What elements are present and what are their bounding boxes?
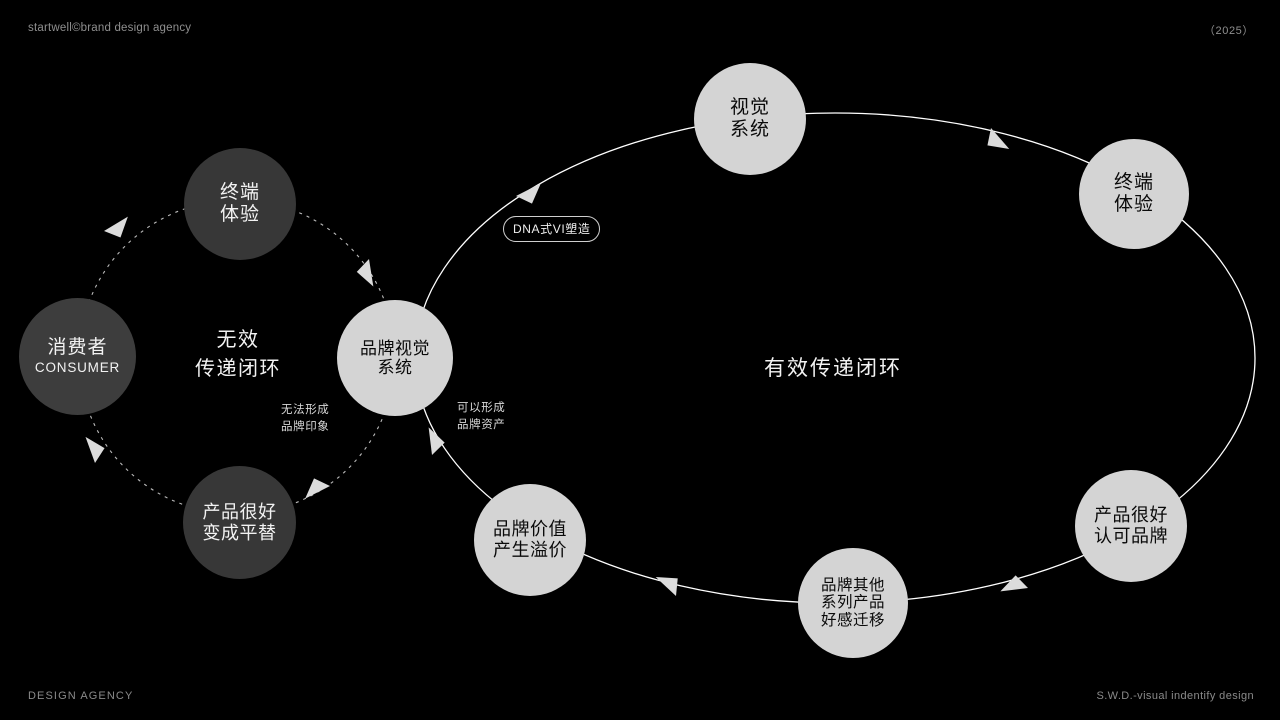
node-consumer-en: CONSUMER	[34, 360, 121, 376]
node-left-terminal-line2: 体验	[219, 204, 260, 225]
node-right-product-recognize[interactable]: 产品很好 认可品牌	[1075, 470, 1187, 582]
node-other-series-goodwill[interactable]: 品牌其他 系列产品 好感迁移	[798, 548, 908, 658]
header-year-label: （2025）	[1203, 25, 1254, 37]
left-loop-title: 无效 传递闭环	[195, 329, 281, 380]
node-left-terminal-line1: 终端	[219, 182, 260, 204]
header-brand-label: startwell©brand design agency	[28, 22, 192, 34]
node-consumer-cn: 消费者	[47, 337, 108, 359]
node-left-product-line1: 产品很好	[202, 501, 277, 522]
node-consumer[interactable]: 消费者 CONSUMER	[19, 298, 136, 415]
right-loop-title: 有效传递闭环	[764, 357, 902, 380]
node-brand-value-line1: 品牌价值	[493, 519, 567, 540]
node-brand-value-line2: 产生溢价	[493, 540, 567, 560]
footer-tagline: S.W.D.-visual indentify design	[1096, 690, 1254, 702]
node-right-terminal-experience[interactable]: 终端 体验	[1079, 139, 1189, 249]
node-bvs-line1: 品牌视觉	[360, 338, 430, 358]
node-brand-visual-system[interactable]: 品牌视觉 系统	[337, 300, 453, 416]
node-other-series-line1: 品牌其他	[820, 576, 885, 594]
node-bvs-line2: 系统	[377, 358, 413, 377]
node-other-series-line3: 好感迁移	[820, 611, 885, 629]
left-loop-arrowheads	[85, 216, 374, 499]
node-left-product-line2: 变成平替	[202, 522, 277, 543]
node-visual-system-line1: 视觉	[729, 97, 770, 119]
dna-vi-badge[interactable]: DNA式VI塑造	[503, 216, 601, 242]
node-left-terminal-experience[interactable]: 终端 体验	[184, 148, 296, 260]
node-left-product-substitute[interactable]: 产品很好 变成平替	[183, 466, 296, 579]
node-right-terminal-line1: 终端	[1113, 172, 1154, 194]
node-right-terminal-line2: 体验	[1113, 194, 1154, 215]
node-right-product-line1: 产品很好	[1094, 505, 1168, 526]
node-brand-value-premium[interactable]: 品牌价值 产生溢价	[474, 484, 586, 596]
right-loop-arrowheads	[428, 128, 1028, 596]
node-visual-system[interactable]: 视觉 系统	[694, 63, 806, 175]
node-other-series-line2: 系列产品	[820, 594, 885, 612]
node-right-product-line2: 认可品牌	[1094, 526, 1168, 546]
right-loop-note: 可以形成 品牌资产	[457, 402, 506, 432]
left-loop-note: 无法形成 品牌印象	[281, 404, 330, 434]
footer-agency-label: DESIGN AGENCY	[28, 690, 134, 702]
node-visual-system-line2: 系统	[729, 119, 770, 140]
